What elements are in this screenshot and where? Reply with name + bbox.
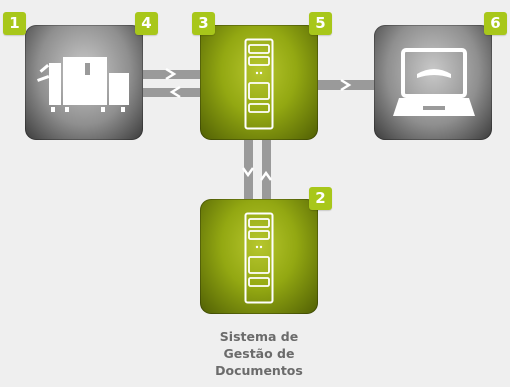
caption-line-2: Gestão de <box>223 346 295 361</box>
arrow-up-icon <box>259 170 273 181</box>
printer-tile <box>25 25 143 140</box>
caption-line-1: Sistema de <box>219 329 299 344</box>
step-badge-4: 4 <box>135 12 158 35</box>
step-badge-1: 1 <box>3 12 26 35</box>
arrow-left-icon <box>169 85 181 99</box>
printer-press-icon <box>37 57 129 112</box>
dms-caption: Sistema de Gestão de Documentos <box>190 328 328 379</box>
arrow-down-icon <box>241 167 255 178</box>
server-icon <box>244 38 274 130</box>
laptop-icon <box>393 48 475 116</box>
server-icon <box>244 212 274 304</box>
step-badge-5: 5 <box>309 12 332 35</box>
dms-tile <box>200 199 318 314</box>
step-badge-2: 2 <box>309 187 332 210</box>
laptop-tile <box>374 25 492 140</box>
step-badge-6: 6 <box>484 12 507 35</box>
caption-line-3: Documentos <box>215 363 303 378</box>
step-badge-3: 3 <box>192 12 215 35</box>
arrow-right-icon <box>165 67 177 81</box>
connector-server-dms-right <box>262 140 271 202</box>
arrow-right-icon <box>340 78 352 92</box>
server-tile <box>200 25 318 140</box>
connector-server-dms-left <box>244 140 253 202</box>
